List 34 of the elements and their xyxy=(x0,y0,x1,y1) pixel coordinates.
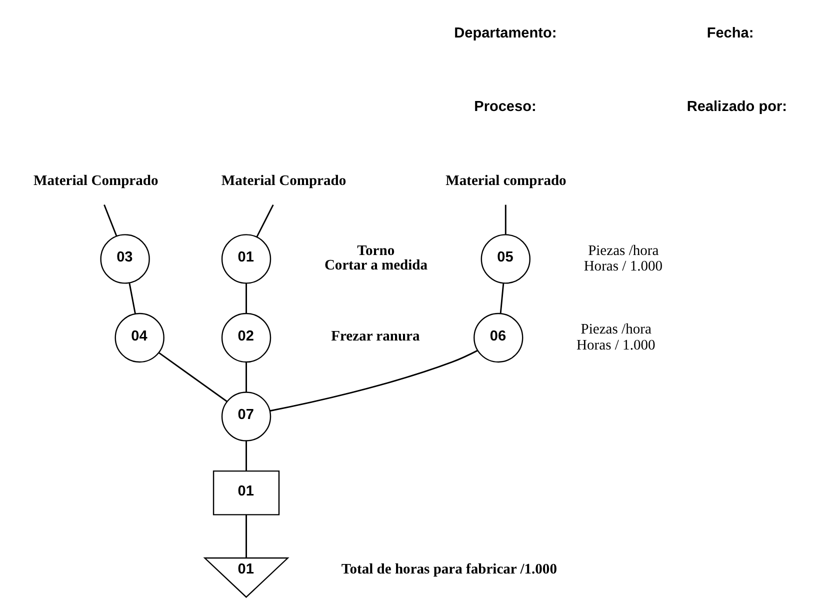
node-circle: 03 xyxy=(100,234,150,284)
node-label: Horas / 1.000 xyxy=(576,337,655,354)
node-label: Piezas /hora xyxy=(588,242,658,259)
node-box: 01 xyxy=(212,470,280,516)
connector xyxy=(245,283,246,314)
node-label: Cortar a medida xyxy=(324,257,428,274)
node-circle: 05 xyxy=(480,234,530,284)
connector xyxy=(245,514,246,558)
connector xyxy=(158,352,227,402)
node-label: Frezar ranura xyxy=(330,328,420,344)
node-circle: 07 xyxy=(220,392,271,442)
connector xyxy=(504,204,506,234)
node-label: Torno xyxy=(356,242,394,259)
node-circle: 06 xyxy=(473,312,523,363)
connector xyxy=(269,350,478,412)
node-text: Material Comprado xyxy=(220,173,346,190)
connector xyxy=(256,204,274,238)
node-text: Material Comprado xyxy=(33,173,158,190)
label: Realizado por: xyxy=(686,99,786,116)
node-label: Piezas /hora xyxy=(580,322,651,338)
node-circle: 02 xyxy=(220,312,271,363)
node-label: Horas / 1.000 xyxy=(583,258,662,275)
connector xyxy=(103,204,117,236)
node-text: Material comprado xyxy=(445,173,566,190)
connector xyxy=(245,441,246,471)
label: Proceso: xyxy=(474,99,536,116)
connector xyxy=(499,283,504,314)
label: Fecha: xyxy=(706,25,754,42)
label: Departamento: xyxy=(454,25,556,42)
node-circle: 01 xyxy=(220,234,271,284)
node-label: Total de horas para fabricar /1.000 xyxy=(340,562,556,578)
connector xyxy=(128,282,136,314)
node-circle: 04 xyxy=(114,312,164,363)
connector xyxy=(245,362,246,392)
